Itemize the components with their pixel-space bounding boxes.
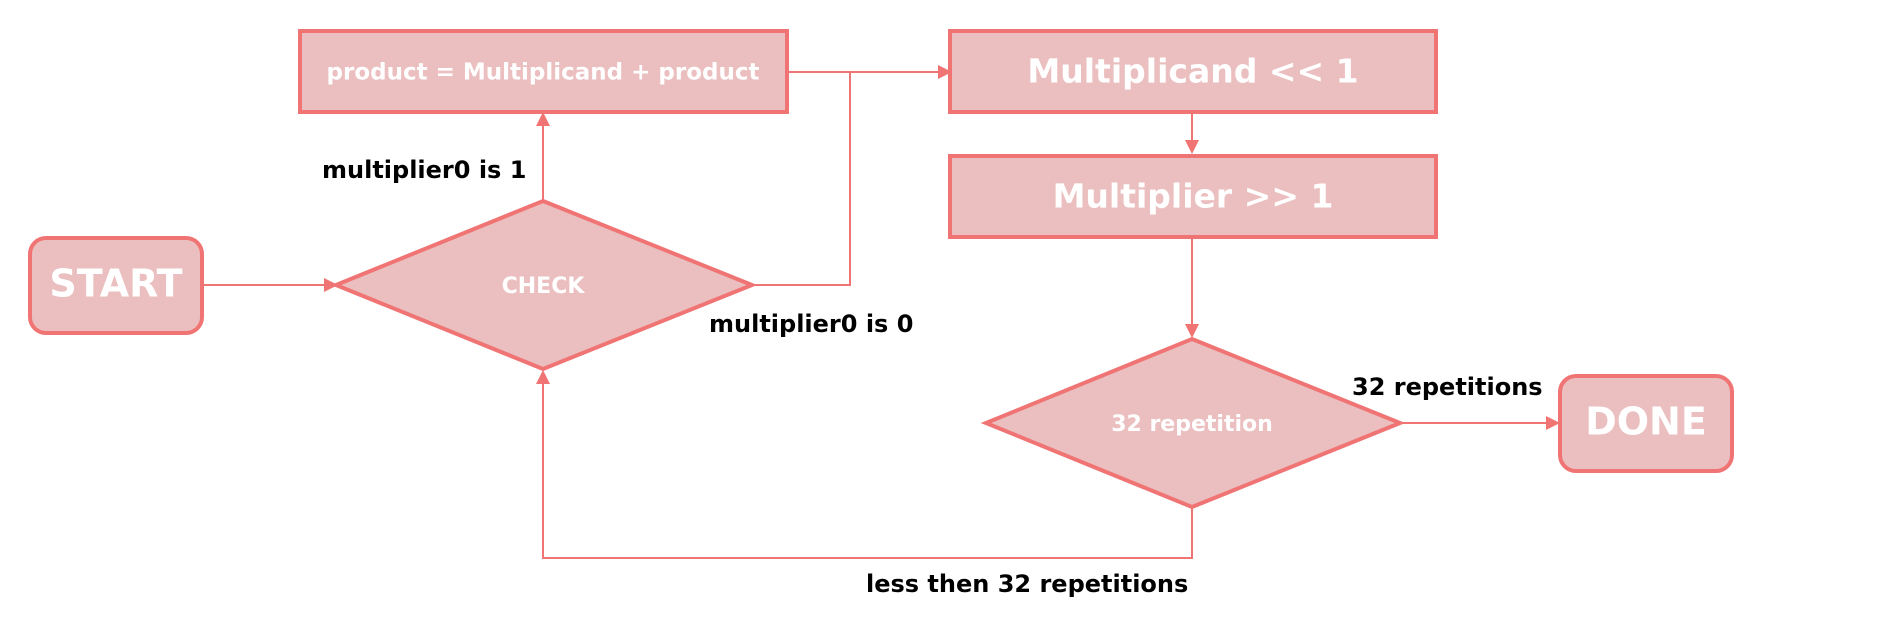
add-product-node: product = Multiplicand + product bbox=[298, 29, 789, 114]
start-node: START bbox=[28, 236, 204, 335]
add-product-label: product = Multiplicand + product bbox=[327, 60, 760, 86]
check-diamond bbox=[330, 198, 758, 372]
arrow-loop-back-to-check bbox=[542, 384, 1193, 559]
repetition-diamond bbox=[980, 336, 1406, 510]
start-box bbox=[28, 236, 204, 335]
shift-multiplier-box bbox=[948, 154, 1438, 239]
start-label: START bbox=[49, 262, 182, 306]
check-label: CHECK bbox=[502, 274, 586, 299]
shift-multiplicand-label: Multiplicand << 1 bbox=[1027, 52, 1358, 91]
edge-label-reached-32: 32 repetitions bbox=[1352, 373, 1543, 401]
arrowhead-to-done bbox=[1546, 416, 1560, 430]
shift-multiplier-node: Multiplier >> 1 bbox=[948, 154, 1438, 239]
shift-multiplicand-node: Multiplicand << 1 bbox=[948, 29, 1438, 114]
arrowhead-loop-to-check bbox=[536, 370, 550, 384]
arrowhead-to-shift-multiplier bbox=[1185, 140, 1199, 154]
done-label: DONE bbox=[1585, 400, 1707, 444]
arrowhead-to-shift-multiplicand bbox=[938, 65, 952, 79]
add-product-box bbox=[298, 29, 789, 114]
arrow-check-zero-path bbox=[752, 72, 851, 286]
edge-label-loop-back: less then 32 repetitions bbox=[866, 570, 1188, 598]
shift-multiplicand-box bbox=[948, 29, 1438, 114]
edge-label-bit-zero: multiplier0 is 0 bbox=[709, 310, 913, 338]
done-box bbox=[1558, 374, 1734, 473]
arrowhead-to-repetition bbox=[1185, 324, 1199, 338]
check-decision: CHECK bbox=[330, 198, 758, 372]
shift-multiplier-label: Multiplier >> 1 bbox=[1053, 177, 1334, 216]
edge-label-bit-one: multiplier0 is 1 bbox=[322, 156, 526, 184]
arrowhead-check-to-add bbox=[536, 112, 550, 126]
repetition-label: 32 repetition bbox=[1111, 412, 1273, 437]
done-node: DONE bbox=[1558, 374, 1734, 473]
repetition-decision: 32 repetition bbox=[980, 336, 1406, 510]
connectors bbox=[202, 65, 1560, 559]
